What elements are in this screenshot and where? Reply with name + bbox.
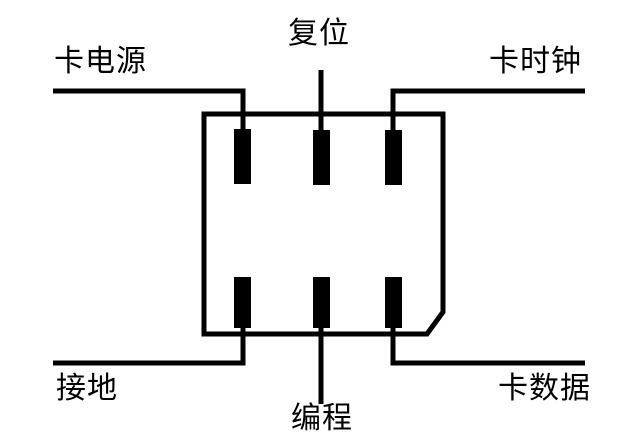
- lead-card-power: [53, 88, 246, 131]
- label-card-power: 卡电源: [54, 45, 147, 78]
- label-card-data: 卡数据: [498, 372, 591, 405]
- contact-pad-clk: [385, 130, 402, 185]
- contact-pad-io: [385, 277, 402, 328]
- contact-pad-gnd: [234, 277, 251, 328]
- contact-pad-vcc: [234, 129, 251, 184]
- contact-pad-vpp: [313, 277, 330, 328]
- label-reset: 复位: [288, 17, 350, 50]
- lead-ground: [53, 320, 246, 366]
- contact-pad-rst: [313, 130, 330, 185]
- label-programming: 编程: [291, 402, 353, 435]
- label-ground: 接地: [56, 372, 118, 405]
- lead-card-clock: [390, 88, 585, 131]
- lead-card-data: [390, 320, 585, 366]
- label-card-clock: 卡时钟: [489, 45, 582, 78]
- card-outline: [201, 111, 446, 337]
